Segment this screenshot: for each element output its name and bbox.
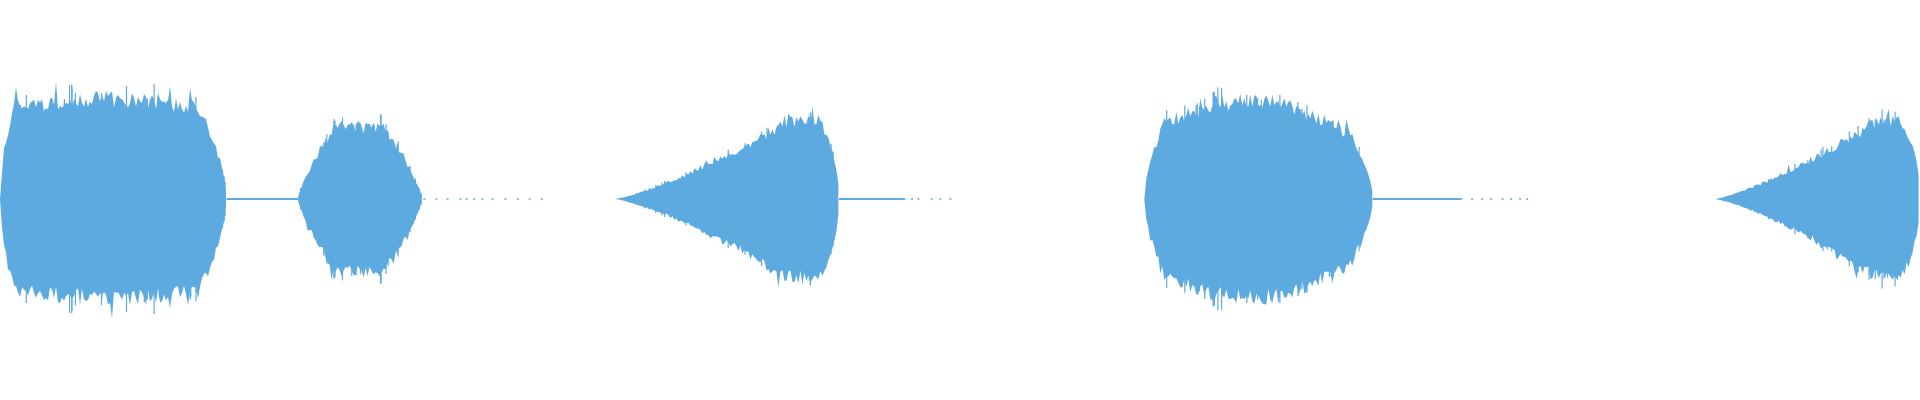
waveform-body bbox=[614, 106, 839, 288]
waveform-body bbox=[1714, 108, 1919, 280]
waveform-segment-4 bbox=[1144, 87, 1528, 311]
waveform-segment-1 bbox=[0, 81, 543, 319]
waveform-segment-5 bbox=[1714, 108, 1919, 289]
waveform-segment-2 bbox=[297, 114, 422, 284]
waveform-body bbox=[0, 81, 226, 319]
waveform-segment-3 bbox=[614, 106, 952, 288]
waveform-body bbox=[297, 121, 422, 280]
waveform-body bbox=[1144, 93, 1373, 305]
